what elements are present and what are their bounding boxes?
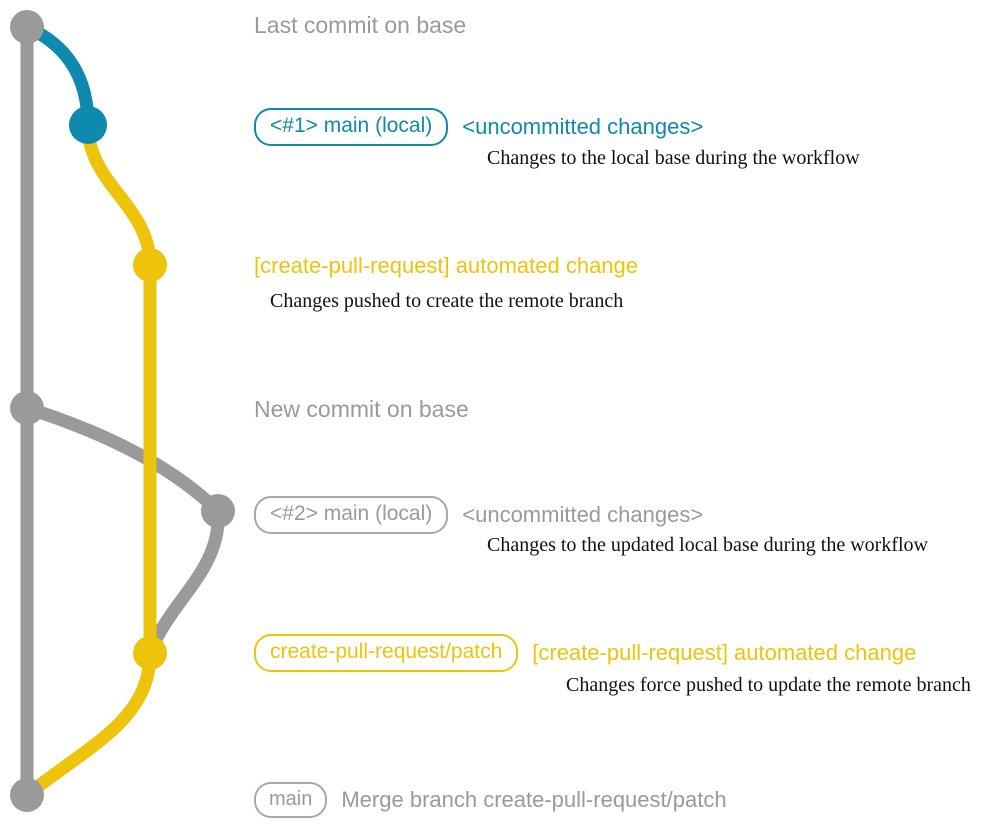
entry-automated-change-2-line: create-pull-request/patch [create-pull-r… [254,634,916,672]
commit-node-base-new[interactable] [10,391,44,425]
badge-local-2[interactable]: <#2> main (local) [254,496,449,534]
commit-node-merge-main[interactable] [10,778,44,812]
subtext-local-2: Changes to the updated local base during… [487,534,928,556]
commit-node-local-2[interactable] [201,494,235,528]
entry-local-2: <#2> main (local) <uncommitted changes> [254,496,703,534]
commit-node-base-last[interactable] [10,10,44,44]
branch-line-yellow-from-local1 [81,118,157,272]
headline-local-1: <uncommitted changes> [462,114,704,139]
badge-main[interactable]: main [254,782,328,818]
branch-line-gray-to-patch2 [143,504,225,660]
entry-automated-change-2: create-pull-request/patch [create-pull-r… [254,634,916,672]
caption-last-commit-on-base: Last commit on base [254,12,467,38]
headline-merge: Merge branch create-pull-request/patch [341,787,727,812]
headline-automated-change-2: [create-pull-request] automated change [532,640,917,665]
branch-line-gray-to-local2 [20,401,225,518]
headline-automated-change-1: [create-pull-request] automated change [254,253,639,278]
entry-local-1-line: <#1> main (local) <uncommitted changes> [254,108,703,146]
commit-node-patch-1[interactable] [133,248,167,282]
branch-line-yellow-merge [20,646,157,802]
caption-new-commit-on-base: New commit on base [254,396,469,422]
commit-node-local-1[interactable] [69,106,107,144]
commit-node-patch-2[interactable] [133,636,167,670]
subtext-automated-change-1: Changes pushed to create the remote bran… [270,290,624,312]
badge-create-pull-request-patch[interactable]: create-pull-request/patch [254,634,519,672]
entry-merge-line: main Merge branch create-pull-request/pa… [254,782,727,818]
headline-local-2: <uncommitted changes> [462,502,704,527]
entry-merge: main Merge branch create-pull-request/pa… [254,782,727,818]
entry-local-2-line: <#2> main (local) <uncommitted changes> [254,496,703,534]
subtext-automated-change-2: Changes force pushed to update the remot… [566,674,971,696]
badge-local-1[interactable]: <#1> main (local) [254,108,449,146]
entry-local-1: <#1> main (local) <uncommitted changes> [254,108,703,146]
subtext-local-1: Changes to the local base during the wor… [487,147,860,169]
